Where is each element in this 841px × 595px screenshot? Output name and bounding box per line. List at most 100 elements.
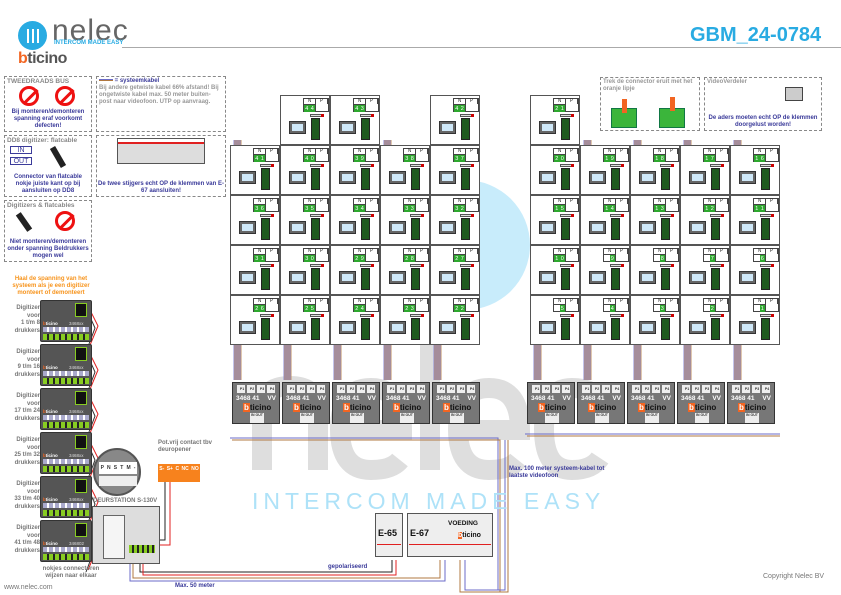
vv-label: VV: [267, 395, 276, 402]
door-wire: [139, 560, 393, 573]
dip-switch: [560, 214, 574, 217]
videophone-icon: [589, 171, 606, 184]
note-dd8: DD8 digitizer: flatcable IN OUT Connecto…: [4, 135, 92, 197]
p-header: P: [316, 199, 328, 204]
videophone-icon: [589, 271, 606, 284]
distributor-model: 3468 41: [286, 395, 310, 402]
videophone-icon: [739, 171, 756, 184]
videophone-icon: [639, 271, 656, 284]
digit: 2: [254, 305, 260, 312]
digit: 4: [254, 155, 260, 162]
unit-number: 3: [654, 304, 666, 312]
dip-switch: [460, 114, 474, 117]
digitizer-label: Digitizer voor 33 t/m 40 drukkers: [14, 481, 40, 510]
bticino-logo: bticino: [43, 409, 58, 414]
digit: 8: [659, 255, 665, 262]
in-out-port: IN OUT: [545, 413, 559, 423]
n-header: N: [254, 199, 266, 204]
note-text: Bij monteren/demonteren spanning eraf vo…: [11, 109, 85, 129]
in-out-port: IN OUT: [300, 413, 314, 423]
bticino-logo: bticino: [638, 403, 667, 412]
p-header: P: [466, 99, 478, 104]
dip-switch: [660, 314, 674, 317]
note-heading: DD8 digitizer: flatcable: [7, 137, 78, 144]
bticino-logo: bticino: [538, 403, 567, 412]
port-label: P3: [459, 387, 465, 391]
terminal-block: [411, 218, 420, 240]
digit: 4: [454, 105, 460, 112]
port-label: P4: [369, 387, 375, 391]
p-header: P: [716, 299, 728, 304]
bus-wire: [232, 439, 501, 592]
digit: 3: [404, 205, 410, 212]
dip-switch: [410, 314, 424, 317]
copyright: Copyright Nelec BV: [763, 573, 825, 580]
p-header: P: [566, 149, 578, 154]
p-header: P: [266, 199, 278, 204]
terminal-block: [611, 168, 620, 190]
n-header: N: [454, 99, 466, 104]
digit: 2: [459, 105, 465, 112]
terminal-block: [561, 168, 570, 190]
note-heading: VideoVerdeler: [707, 79, 747, 85]
p-header: P: [316, 249, 328, 254]
n-header: N: [254, 299, 266, 304]
unit-number: 8: [654, 254, 666, 262]
n-header: N: [704, 149, 716, 154]
dip-switch: [560, 264, 574, 267]
digitizer-model: 3468xx: [69, 453, 84, 458]
digit: 0: [559, 155, 565, 162]
n-header: N: [604, 299, 616, 304]
bus-wire: [464, 440, 506, 591]
note-heading: Trek de connector eruit met het oranje l…: [603, 79, 693, 92]
no-voltage-icon: [55, 211, 75, 231]
unit-number: 2: [704, 304, 716, 312]
terminal-block: [611, 318, 620, 340]
dip-switch: [560, 114, 574, 117]
terminal-block: [561, 268, 570, 290]
digit: 1: [654, 155, 660, 162]
port-label: P2: [399, 387, 405, 391]
p-header: P: [366, 149, 378, 154]
p-header: P: [266, 249, 278, 254]
videophone-icon: [439, 271, 456, 284]
videophone-icon: [439, 321, 456, 334]
note-connector: Trek de connector eruit met het oranje l…: [600, 77, 700, 131]
bus-wire: [230, 437, 499, 590]
e67-picture: [117, 138, 205, 164]
terminal-block: [261, 218, 270, 240]
n-header: N: [354, 299, 366, 304]
digit: 2: [709, 305, 715, 312]
digit: 4: [304, 155, 310, 162]
n-header: N: [404, 299, 416, 304]
p-header: P: [716, 199, 728, 204]
bticino-logo: bticino: [43, 497, 58, 502]
digit: 9: [609, 255, 615, 262]
